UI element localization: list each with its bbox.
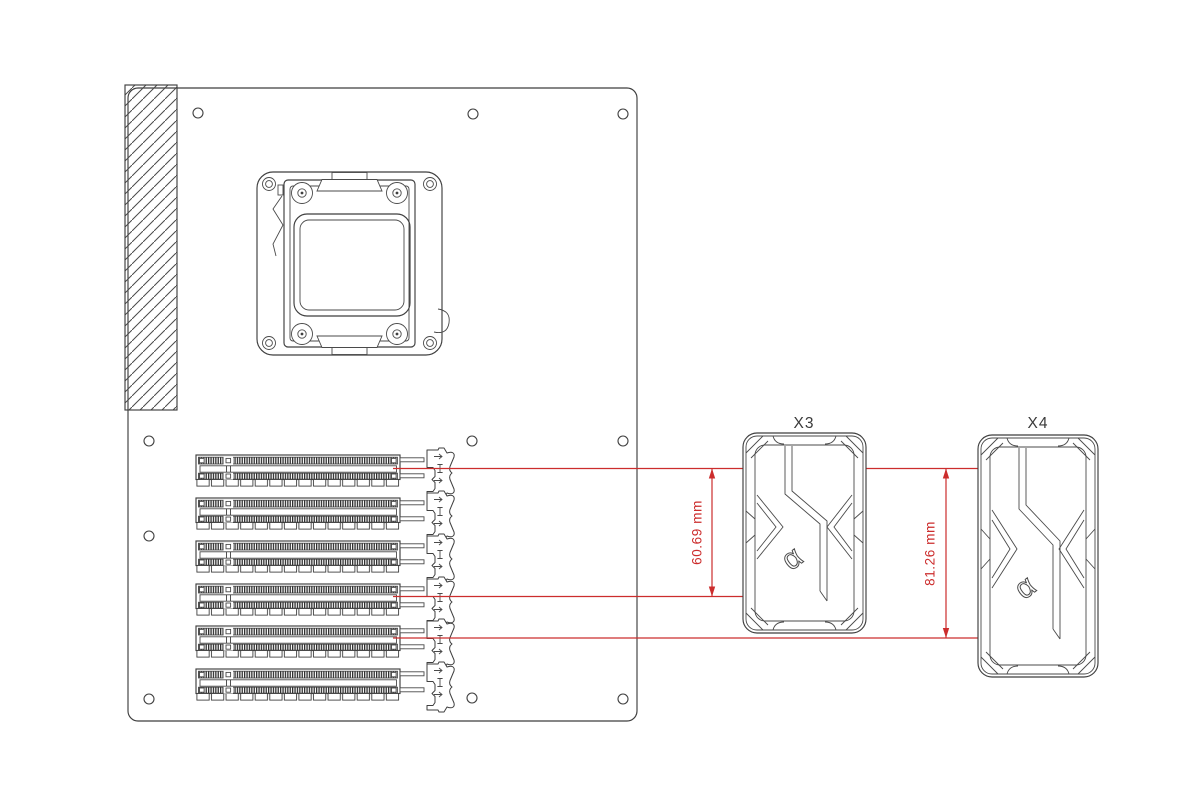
mounting-hole bbox=[617, 108, 629, 120]
mounting-hole bbox=[467, 108, 479, 120]
motherboard bbox=[124, 84, 638, 722]
block-label-x4: X4 bbox=[1028, 415, 1049, 432]
mounting-hole bbox=[143, 530, 155, 542]
dimension-lines: 60.69 mm 81.26 mm bbox=[393, 467, 978, 639]
mounting-hole bbox=[466, 692, 478, 704]
dimension-60mm: 60.69 mm bbox=[690, 468, 716, 597]
mounting-hole bbox=[143, 693, 155, 705]
mounting-holes bbox=[143, 107, 629, 705]
mounting-hole bbox=[617, 435, 629, 447]
mounting-hole bbox=[617, 693, 629, 705]
water-block-x3: X3 α bbox=[742, 415, 867, 634]
mounting-hole bbox=[143, 435, 155, 447]
io-shield-hatch bbox=[124, 84, 178, 411]
block-label-x3: X3 bbox=[794, 415, 815, 432]
mounting-hole bbox=[192, 107, 204, 119]
dimension-label-81mm: 81.26 mm bbox=[923, 521, 938, 586]
mounting-hole bbox=[466, 435, 478, 447]
water-block-x4: X4 α bbox=[977, 415, 1099, 678]
dimension-81mm: 81.26 mm bbox=[923, 468, 950, 638]
cpu-socket bbox=[256, 171, 450, 356]
dimension-label-60mm: 60.69 mm bbox=[690, 500, 705, 565]
